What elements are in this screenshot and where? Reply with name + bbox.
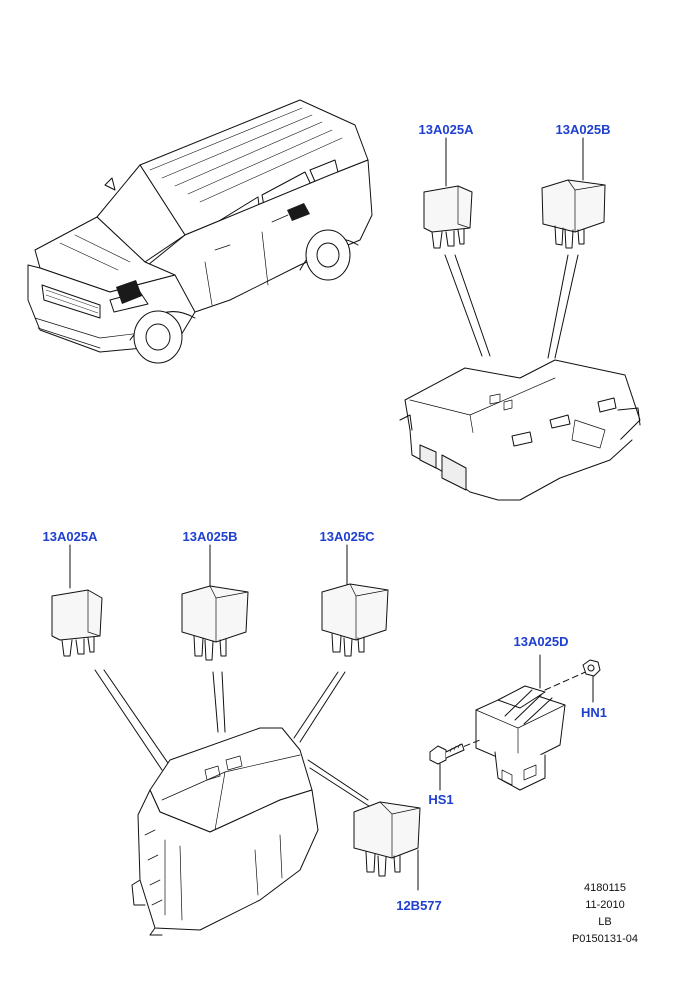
callout-12b577: 12B577 <box>396 898 442 913</box>
callout-hs1: HS1 <box>428 792 454 807</box>
callout-13a025b-top: 13A025B <box>555 122 611 137</box>
relay-12b577 <box>353 801 421 891</box>
callout-13a025a-top: 13A025A <box>418 122 474 137</box>
callout-13a025d: 13A025D <box>513 634 569 649</box>
fuse-box-bottom <box>131 727 319 936</box>
callout-13a025b-bottom: 13A025B <box>182 529 238 544</box>
vehicle-illustration <box>27 99 373 364</box>
footer-market: LB <box>598 916 612 928</box>
callout-hn1: HN1 <box>580 705 608 720</box>
relay-bottom-c <box>321 544 389 657</box>
nut-icon <box>582 659 601 703</box>
relay-bottom-b <box>181 544 249 661</box>
relay-top-b <box>541 137 606 249</box>
relay-bottom-a <box>51 544 103 657</box>
callout-13a025a-bottom: 13A025A <box>42 529 98 544</box>
footer-reference: P0150131-04 <box>571 933 639 945</box>
footer-code: 4180115 <box>583 882 626 894</box>
pointer-lines-bottom <box>94 669 373 809</box>
footer-date: 11-2010 <box>585 899 625 911</box>
footer-info: 4180115 11-2010 LB P0150131-04 <box>560 880 650 948</box>
relay-top-a <box>423 137 473 249</box>
bolt-icon <box>429 743 465 791</box>
callout-13a025c: 13A025C <box>319 529 375 544</box>
pointer-lines-top <box>444 254 579 359</box>
control-module <box>454 654 591 791</box>
fuse-box-top <box>399 359 641 501</box>
